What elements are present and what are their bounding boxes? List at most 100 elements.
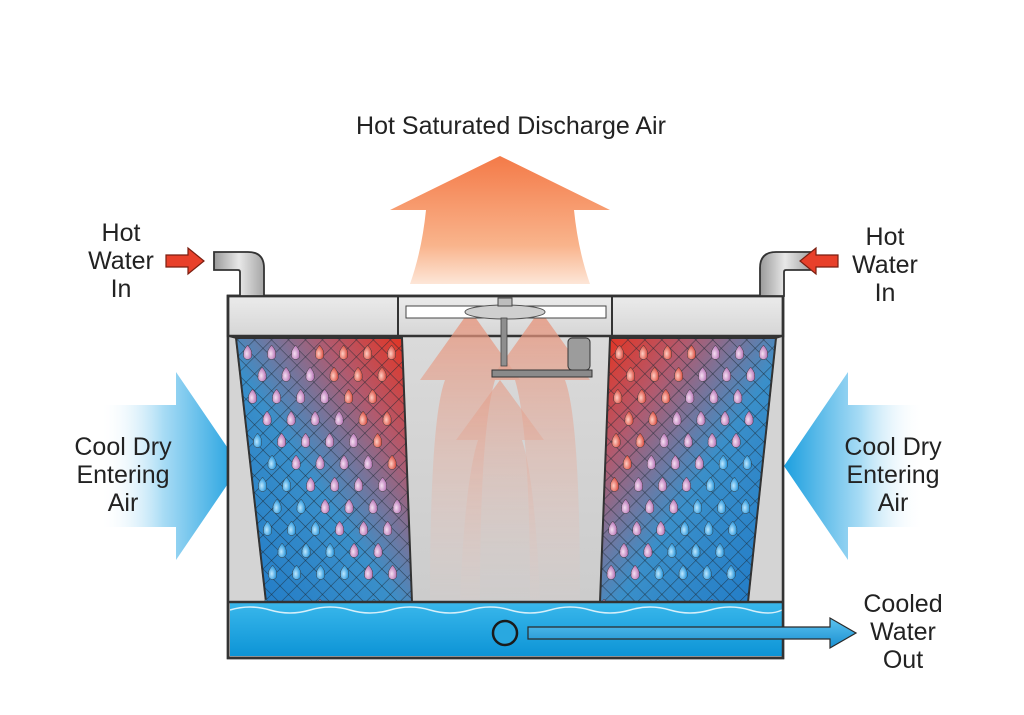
water-droplet	[674, 366, 684, 382]
outlet-pipe	[491, 619, 519, 647]
water-droplet	[667, 542, 677, 558]
hot-water-arrow-right	[799, 246, 839, 276]
water-droplet	[637, 388, 647, 404]
water-droplet	[728, 520, 738, 536]
water-droplet	[272, 388, 282, 404]
water-droplet	[626, 366, 636, 382]
water-droplet	[258, 476, 268, 492]
water-droplet	[630, 564, 640, 580]
cool-air-arrow-right	[784, 372, 924, 560]
label-line: Cool Dry	[844, 433, 942, 461]
label-line: Hot	[101, 219, 141, 247]
cooled-water-out-arrow	[527, 616, 858, 650]
water-droplet	[669, 498, 679, 514]
water-droplet	[711, 344, 720, 360]
water-droplet	[635, 432, 645, 448]
water-droplet	[733, 388, 743, 404]
water-droplet	[339, 344, 349, 360]
water-droplet	[648, 410, 658, 426]
water-droplet	[611, 432, 621, 448]
water-droplet	[364, 564, 374, 580]
water-droplet	[277, 542, 287, 558]
water-droplet	[672, 410, 682, 426]
water-droplet	[320, 388, 330, 404]
label-line: Air	[107, 489, 139, 517]
water-droplet	[650, 366, 660, 382]
water-droplet	[654, 564, 664, 580]
water-droplet	[634, 476, 643, 492]
water-droplet	[661, 388, 671, 404]
label-line: Out	[882, 646, 924, 674]
water-droplet	[685, 388, 695, 404]
water-droplet	[658, 476, 667, 492]
water-droplet	[306, 476, 316, 492]
fill-pack-left	[234, 337, 414, 603]
water-droplet	[257, 366, 267, 382]
water-droplet	[267, 344, 277, 360]
water-droplet	[305, 366, 315, 382]
water-droplet	[632, 520, 642, 536]
label-line: Water	[852, 251, 918, 279]
water-droplet	[301, 432, 311, 448]
water-droplet	[382, 410, 392, 426]
water-droplet	[373, 542, 383, 558]
label-line: Cool Dry	[74, 433, 172, 461]
water-droplet	[320, 498, 330, 514]
water-droplet	[373, 432, 383, 448]
water-droplet	[687, 344, 696, 360]
discharge-air-text: Hot Saturated Discharge Air	[356, 112, 666, 140]
water-droplet	[286, 410, 296, 426]
cooled-water-out-label: Cooled Water Out	[838, 590, 968, 674]
water-droplet	[659, 432, 669, 448]
water-droplet	[698, 366, 708, 382]
label-line: Entering	[846, 461, 940, 489]
water-droplet	[267, 454, 277, 470]
water-droplet	[349, 432, 359, 448]
water-droplet	[339, 454, 349, 470]
water-droplet	[349, 542, 359, 558]
water-droplet	[621, 498, 631, 514]
water-droplet	[680, 520, 690, 536]
discharge-air-label: Hot Saturated Discharge Air	[256, 112, 766, 140]
water-droplet	[696, 410, 706, 426]
water-droplet	[726, 564, 736, 580]
water-droplet	[282, 476, 292, 492]
water-droplet	[639, 344, 648, 360]
water-droplet	[335, 520, 345, 536]
label-line: Water	[88, 247, 154, 275]
water-droplet	[702, 564, 712, 580]
water-droplet	[287, 520, 297, 536]
discharge-air-arrow	[390, 156, 610, 284]
water-droplet	[315, 454, 325, 470]
water-droplet	[730, 476, 739, 492]
water-droplet	[329, 366, 339, 382]
inner-air-flow	[420, 310, 590, 600]
water-droplet	[646, 454, 656, 470]
water-droplet	[613, 388, 623, 404]
water-droplet	[643, 542, 653, 558]
water-droplet	[683, 432, 693, 448]
water-droplet	[709, 388, 719, 404]
water-droplet	[731, 432, 741, 448]
inlet-pipe-left	[213, 251, 265, 297]
water-droplet	[619, 542, 629, 558]
water-droplet	[281, 366, 291, 382]
water-droplet	[388, 564, 398, 580]
water-droplet	[670, 454, 680, 470]
water-droplet	[392, 498, 402, 514]
water-droplet	[325, 542, 335, 558]
water-droplet	[663, 344, 672, 360]
water-droplet	[715, 542, 725, 558]
water-droplet	[316, 564, 326, 580]
water-droplet	[296, 498, 306, 514]
water-droplet	[741, 498, 751, 514]
water-droplet	[310, 410, 320, 426]
water-droplet	[272, 498, 282, 514]
water-droplet	[248, 388, 258, 404]
water-droplet	[746, 366, 756, 382]
label-line: Air	[877, 489, 909, 517]
water-droplet	[353, 366, 363, 382]
water-droplet	[720, 410, 730, 426]
water-droplet	[694, 454, 704, 470]
water-droplet	[693, 498, 703, 514]
